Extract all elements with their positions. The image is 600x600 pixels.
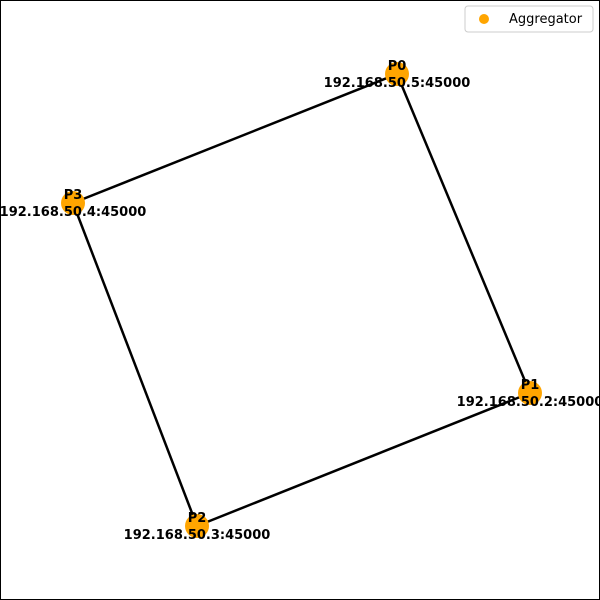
node-marker bbox=[185, 514, 209, 538]
edge-p1-p2 bbox=[196, 391, 531, 528]
edge-p3-p0 bbox=[72, 72, 398, 205]
node-p3: P3 192.168.50.4:45000 bbox=[0, 188, 146, 220]
node-address: 192.168.50.5:45000 bbox=[324, 76, 471, 91]
node-address: 192.168.50.4:45000 bbox=[0, 205, 146, 220]
node-p1: P1 192.168.50.2:45000 bbox=[457, 378, 600, 410]
node-p0: P0 192.168.50.5:45000 bbox=[324, 59, 471, 91]
node-marker bbox=[385, 62, 409, 86]
edge-p0-p1 bbox=[395, 73, 532, 394]
node-marker bbox=[61, 191, 85, 215]
node-marker bbox=[518, 381, 542, 405]
node-p2: P2 192.168.50.3:45000 bbox=[124, 511, 271, 543]
node-label: P3 bbox=[64, 188, 83, 203]
node-label: P0 bbox=[388, 59, 407, 74]
node-label: P1 bbox=[521, 378, 540, 393]
legend: Aggregator bbox=[464, 5, 594, 33]
legend-label: Aggregator bbox=[509, 12, 583, 27]
edges-layer bbox=[71, 72, 532, 528]
node-address: 192.168.50.2:45000 bbox=[457, 395, 600, 410]
edge-p2-p3 bbox=[71, 202, 199, 527]
node-address: 192.168.50.3:45000 bbox=[124, 528, 271, 543]
legend-marker bbox=[479, 14, 489, 24]
legend-box bbox=[464, 5, 594, 33]
node-label: P2 bbox=[188, 511, 207, 526]
